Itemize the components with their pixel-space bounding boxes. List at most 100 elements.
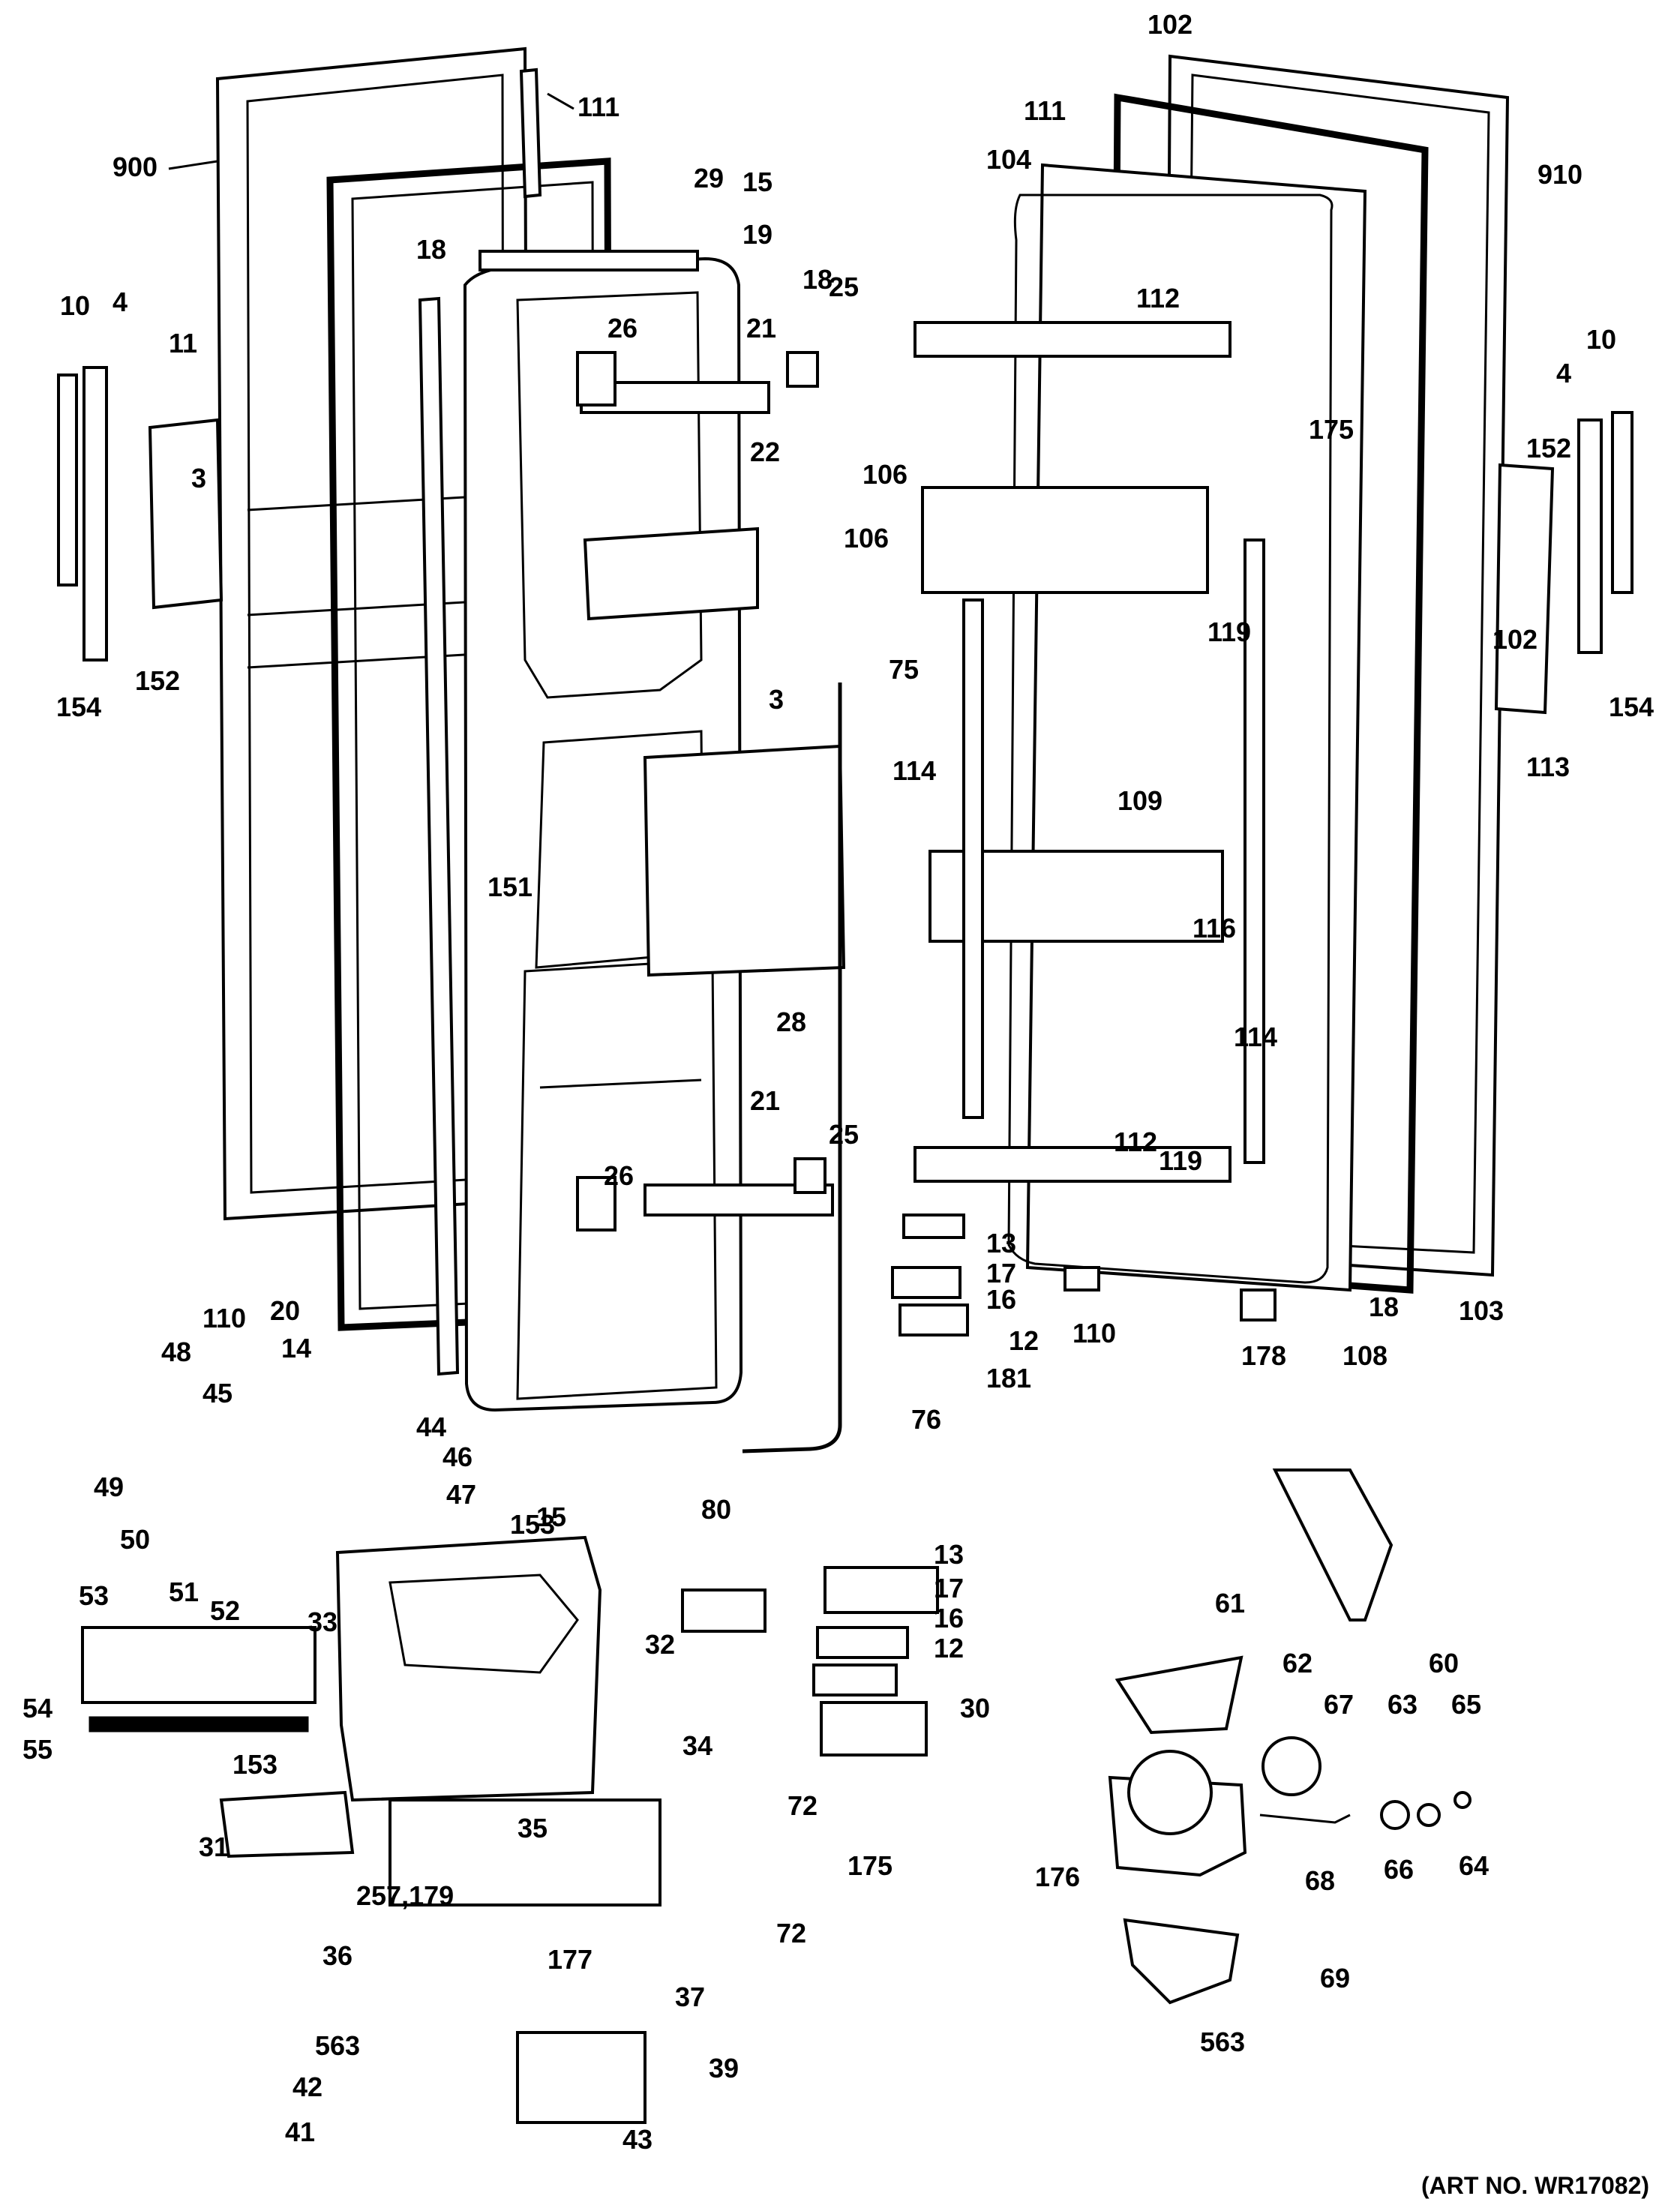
door-trim-strip-111 [519, 68, 542, 199]
label-33: 33 [308, 1606, 338, 1637]
label-106-mid: 106 [844, 523, 889, 554]
label-13-top: 13 [986, 1228, 1016, 1258]
label-35: 35 [518, 1813, 548, 1844]
label-181: 181 [986, 1363, 1031, 1394]
label-175-top: 175 [1309, 414, 1354, 445]
label-563-left: 563 [315, 2030, 360, 2061]
label-63: 63 [1388, 1689, 1418, 1720]
label-153-bottom: 153 [232, 1749, 278, 1780]
label-20: 20 [270, 1295, 300, 1326]
freezer-door-parts-small [478, 250, 846, 1232]
label-65: 65 [1451, 1689, 1481, 1720]
label-22: 22 [750, 436, 780, 467]
label-72-bottom: 72 [776, 1918, 806, 1948]
label-112-top: 112 [1136, 283, 1180, 314]
label-69: 69 [1320, 1963, 1350, 1994]
label-64: 64 [1459, 1850, 1489, 1881]
art-number: (ART NO. WR17082) [1421, 2172, 1649, 2199]
label-37: 37 [675, 1982, 705, 2012]
label-113: 113 [1526, 752, 1570, 782]
label-257-179: 257,179 [356, 1880, 454, 1911]
label-110-left: 110 [202, 1303, 246, 1334]
label-75: 75 [889, 654, 919, 685]
dispenser-assembly [81, 682, 939, 2124]
label-3-left: 3 [191, 463, 206, 494]
label-26-top: 26 [608, 313, 638, 344]
label-152-left: 152 [135, 665, 180, 696]
label-563-right: 563 [1200, 2026, 1245, 2057]
label-50: 50 [120, 1524, 150, 1555]
label-900: 900 [112, 152, 158, 182]
label-111-right: 111 [1024, 95, 1066, 126]
label-55: 55 [22, 1734, 52, 1765]
label-14: 14 [281, 1333, 311, 1364]
label-102-top: 102 [1148, 9, 1192, 40]
label-76: 76 [911, 1404, 941, 1435]
label-66: 66 [1384, 1854, 1414, 1885]
label-15-bottom: 15 [536, 1502, 566, 1532]
label-46: 46 [442, 1442, 472, 1472]
label-39: 39 [709, 2053, 739, 2084]
label-112-bottom: 112 [1114, 1126, 1157, 1157]
label-10-left: 10 [60, 290, 90, 321]
label-61: 61 [1215, 1588, 1245, 1618]
label-47: 47 [446, 1479, 476, 1510]
label-42: 42 [292, 2072, 322, 2102]
label-68: 68 [1305, 1865, 1335, 1896]
label-910: 910 [1538, 159, 1582, 190]
fresh-food-door-shelves [914, 321, 1265, 1183]
label-119-bottom: 119 [1159, 1145, 1202, 1176]
label-4-right: 4 [1556, 358, 1571, 388]
label-152-right: 152 [1526, 433, 1571, 464]
label-3-mid: 3 [769, 684, 784, 715]
fresh-food-door-liner [1007, 163, 1367, 1292]
fresh-food-small-parts [891, 1214, 1276, 1336]
label-106-top: 106 [862, 459, 908, 490]
label-29: 29 [694, 163, 724, 194]
label-62: 62 [1282, 1648, 1312, 1678]
label-114-left: 114 [892, 755, 936, 786]
label-12-top: 12 [1009, 1325, 1039, 1356]
label-18-left: 18 [416, 234, 446, 265]
hinge-bracket-right [1494, 411, 1634, 715]
label-16-top: 16 [986, 1284, 1016, 1315]
label-72-top: 72 [788, 1790, 818, 1821]
label-19: 19 [742, 219, 772, 250]
label-80: 80 [701, 1494, 731, 1525]
label-34: 34 [682, 1730, 712, 1761]
label-60: 60 [1429, 1648, 1459, 1678]
label-49: 49 [94, 1472, 124, 1502]
label-53: 53 [79, 1580, 109, 1611]
label-52: 52 [210, 1595, 240, 1626]
label-111-left: 111 [578, 92, 620, 122]
label-31: 31 [199, 1832, 229, 1862]
label-151: 151 [488, 872, 532, 902]
label-12-bottom: 12 [934, 1633, 964, 1664]
part-labels: 900 111 29 15 19 18 18 10 4 11 3 152 154… [22, 9, 1654, 2155]
label-45: 45 [202, 1378, 232, 1408]
label-32: 32 [645, 1629, 675, 1660]
label-18-right: 18 [1369, 1292, 1399, 1322]
label-41: 41 [285, 2116, 315, 2147]
label-11: 11 [169, 328, 197, 358]
label-176: 176 [1035, 1862, 1080, 1892]
label-153-top: 153 [510, 1509, 555, 1540]
label-18-top: 18 [802, 264, 832, 295]
label-25-top: 25 [829, 272, 859, 302]
label-104: 104 [986, 144, 1031, 175]
label-114-right: 114 [1234, 1022, 1277, 1052]
label-103: 103 [1459, 1295, 1504, 1326]
label-175-bottom: 175 [848, 1850, 892, 1881]
label-44: 44 [416, 1412, 446, 1442]
label-16-bottom: 16 [934, 1603, 964, 1634]
label-154-right: 154 [1609, 692, 1654, 722]
auger-motor-assembly [1108, 1468, 1472, 2005]
label-154-left: 154 [56, 692, 101, 722]
label-43: 43 [622, 2124, 652, 2155]
label-54: 54 [22, 1693, 52, 1724]
door-trim-strip-18 [418, 296, 460, 1376]
label-36: 36 [322, 1940, 352, 1971]
label-28: 28 [776, 1006, 806, 1037]
label-177: 177 [548, 1944, 592, 1975]
